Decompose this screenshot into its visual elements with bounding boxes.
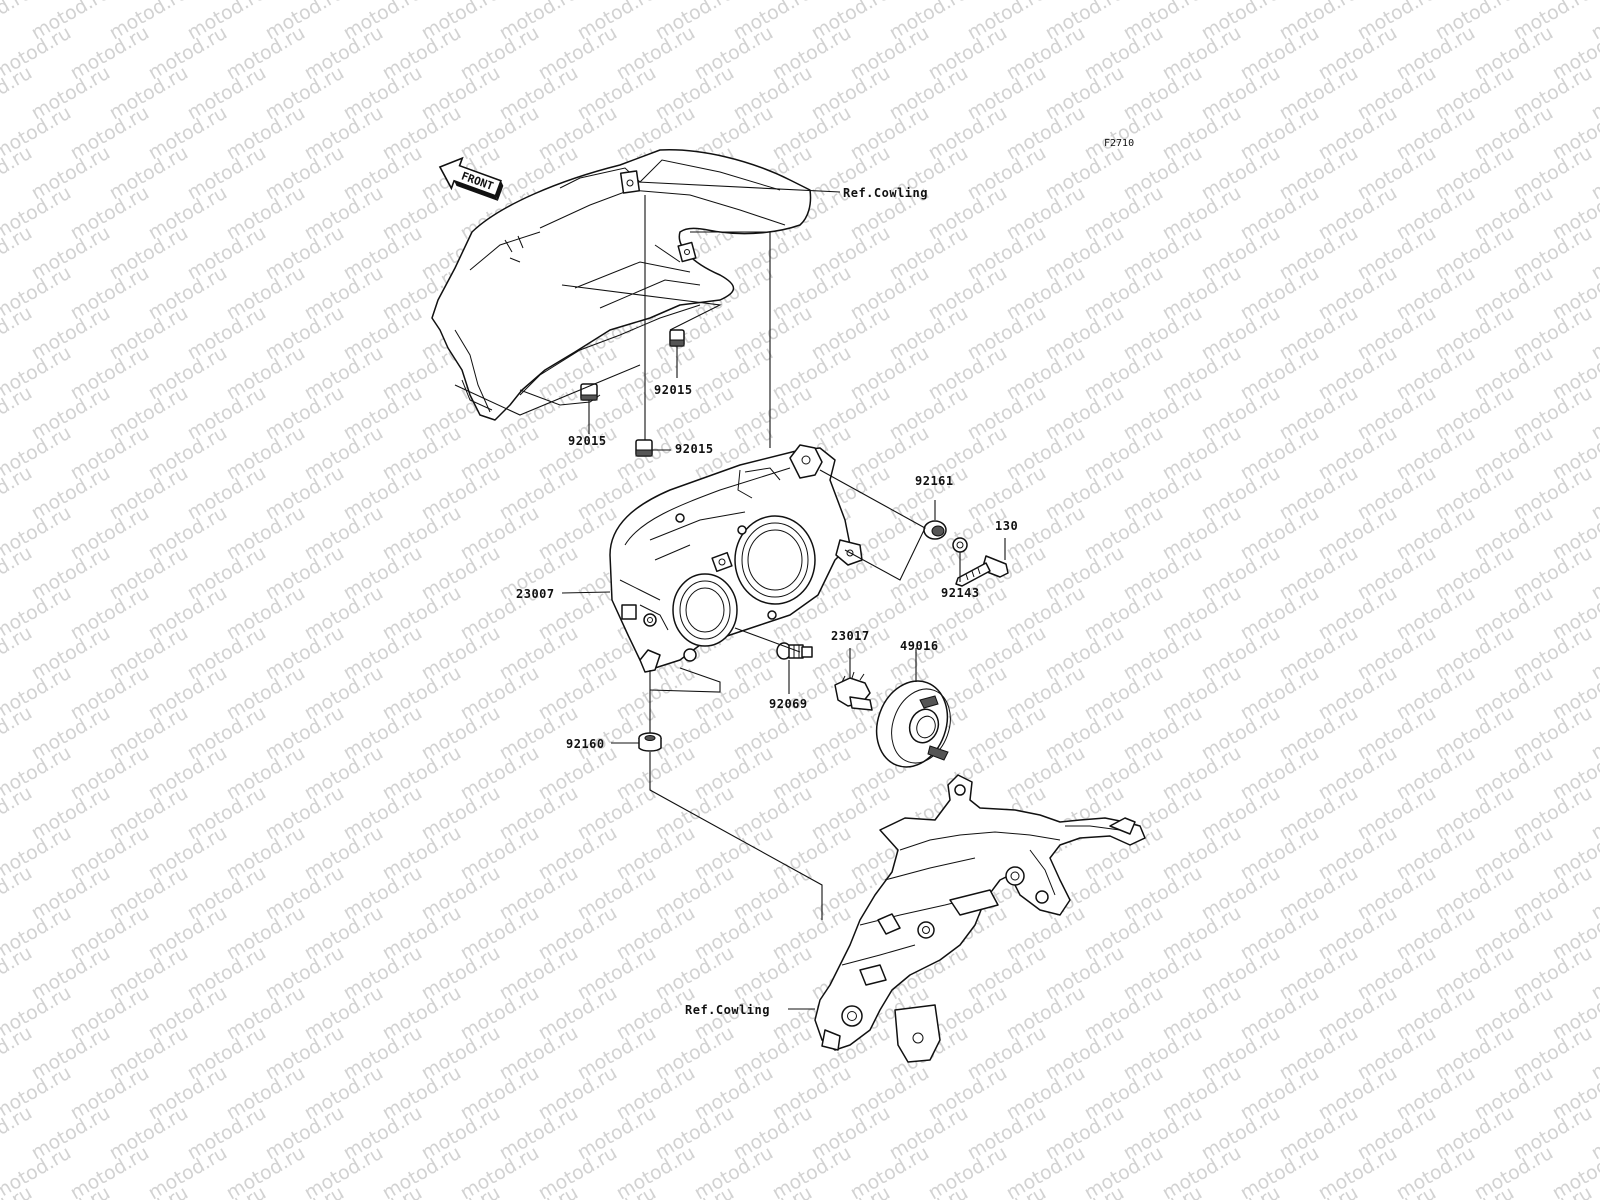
labels-layer: F2710 Ref.Cowling 92015 92015 92015 9216…: [516, 138, 1134, 1017]
leader-bulb: [734, 627, 801, 653]
part-number-92015-b: 92015: [568, 434, 607, 448]
grommet-92161: [923, 520, 947, 540]
diagram-code: F2710: [1104, 138, 1134, 149]
front-arrow-icon: FRONT: [438, 156, 504, 201]
leader-headlight-box: [649, 667, 721, 693]
part-number-92015-c: 92015: [675, 442, 714, 456]
clip-nut-92015-c: [635, 439, 653, 457]
part-number-49016: 49016: [900, 639, 939, 653]
part-number-23007: 23007: [516, 587, 555, 601]
leader-cowling-nut-b: [454, 364, 641, 416]
part-number-130: 130: [995, 519, 1018, 533]
dust-cover-49016: [875, 680, 951, 768]
watermark-text: motod.ru: [0, 0, 36, 44]
part-number-23017: 23017: [831, 629, 870, 643]
headlight-assembly-part: [609, 444, 863, 673]
ref-cowling-top-label: Ref.Cowling: [843, 186, 928, 200]
leader-92160-stay: [649, 752, 823, 920]
leader-23007: [561, 591, 611, 594]
leader-92161: [819, 469, 926, 581]
leader-ref-cowling-top: [637, 181, 841, 193]
part-number-92160: 92160: [566, 737, 605, 751]
part-number-92161: 92161: [915, 474, 954, 488]
part-number-92143: 92143: [941, 586, 980, 600]
bolt-130: [955, 555, 1009, 587]
clip-nut-92015-a: [669, 329, 685, 347]
socket-23017: [834, 671, 873, 711]
part-number-92015-a: 92015: [654, 383, 693, 397]
collar-92143: [952, 537, 968, 553]
leader-lines: [454, 181, 1006, 1010]
cowling-stay-part: [814, 774, 1146, 1063]
grommet-92160: [638, 732, 662, 752]
part-number-92069: 92069: [769, 697, 808, 711]
leader-cowling-nut-a: [561, 284, 722, 331]
ref-cowling-bottom-label: Ref.Cowling: [685, 1003, 770, 1017]
